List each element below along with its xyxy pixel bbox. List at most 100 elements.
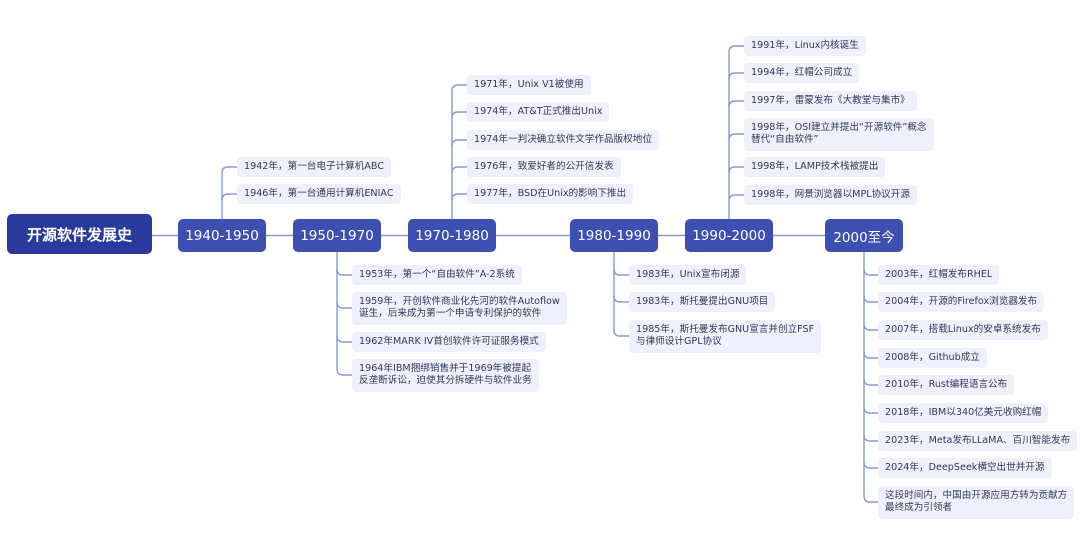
event-item-line: 1964年IBM捆绑销售并于1969年被提起 <box>359 362 532 374</box>
branch-elbow <box>613 329 629 337</box>
branch-elbow <box>728 100 744 108</box>
event-item-line: 1983年，斯托曼提出GNU项目 <box>636 296 769 307</box>
event-item: 1974年，AT&T正式推出Unix <box>467 102 610 122</box>
event-item-line: 1971年，Unix V1被使用 <box>474 79 584 90</box>
period-1950-1970: 1950-1970 <box>293 219 381 252</box>
event-item: 2010年，Rust编程语言公布 <box>878 375 1015 395</box>
branch-elbow <box>613 268 629 276</box>
branch-elbow <box>863 406 878 414</box>
branch-elbow <box>451 139 467 147</box>
branch-elbow <box>863 434 878 442</box>
event-item-line: 2003年，红帽发布RHEL <box>885 269 993 280</box>
event-item: 1962年MARK IV首创软件许可证服务模式 <box>352 332 546 352</box>
branch-elbow <box>728 72 744 80</box>
event-item: 2004年，开源的Firefox浏览器发布 <box>878 292 1045 312</box>
event-item-line: 1998年，网景浏览器以MPL协议开源 <box>751 189 910 200</box>
branch-elbow <box>728 166 744 174</box>
event-item-line: 1953年，第一个“自由软件”A-2系统 <box>359 269 515 280</box>
event-item-line: 诞生，后来成为第一个申请专利保护的软件 <box>359 308 542 319</box>
branch-elbow <box>863 378 878 386</box>
event-item-line: 1946年，第一台通用计算机ENIAC <box>244 188 394 199</box>
event-item-line: 1998年，LAMP技术栈被提出 <box>751 161 879 172</box>
branch-elbow <box>451 166 467 174</box>
event-item: 1964年IBM捆绑销售并于1969年被提起反垄断诉讼，迫使其分拆硬件与软件业务 <box>352 358 539 392</box>
branch-elbow <box>728 194 744 202</box>
branch-elbow <box>336 368 352 376</box>
event-item: 1997年，雷蒙发布《大教堂与集市》 <box>744 91 917 111</box>
event-item-line: 2024年，DeepSeek横空出世并开源 <box>885 462 1045 473</box>
event-item: 2008年，Github成立 <box>878 348 987 368</box>
event-item: 1994年，红帽公司成立 <box>744 63 860 83</box>
event-item-line: 1974年一判决确立软件文学作品版权地位 <box>474 134 652 145</box>
branch-elbow <box>336 301 352 309</box>
event-item-line: 替代“自由软件” <box>751 134 819 145</box>
event-item-line: 2004年，开源的Firefox浏览器发布 <box>885 296 1038 307</box>
event-item-line: 2018年，IBM以340亿美元收购红帽 <box>885 407 1042 418</box>
event-item: 1977年，BSD在Unix的影响下推出 <box>467 184 634 204</box>
event-item-line: 2010年，Rust编程语言公布 <box>885 379 1008 390</box>
event-item: 1998年，OSI建立并提出“开源软件”概念替代“自由软件” <box>744 117 934 151</box>
branch-elbow <box>863 461 878 469</box>
event-item: 1998年，网景浏览器以MPL协议开源 <box>744 185 917 205</box>
period-2000-present: 2000至今 <box>825 219 903 252</box>
event-item-line: 1998年，OSI建立并提出“开源软件”概念 <box>751 121 927 133</box>
branch-elbow <box>336 335 352 343</box>
event-item: 1983年，斯托曼提出GNU项目 <box>629 292 776 312</box>
branch-elbow <box>863 351 878 359</box>
branch-elbow <box>451 111 467 119</box>
event-item-line: 1959年，开创软件商业化先河的软件Autoflow <box>359 295 560 307</box>
event-item: 2024年，DeepSeek横空出世并开源 <box>878 458 1052 478</box>
event-item-line: 2008年，Github成立 <box>885 352 980 363</box>
event-item-line: 1962年MARK IV首创软件许可证服务模式 <box>359 336 539 347</box>
event-item: 1983年，Unix宣布闭源 <box>629 265 747 285</box>
event-item-line: 这段时间内，中国由开源应用方转为贡献方 <box>885 489 1068 501</box>
branch-elbow <box>613 295 629 303</box>
branch-elbow <box>451 84 467 92</box>
event-item: 2003年，红帽发布RHEL <box>878 265 1000 285</box>
branch-elbow <box>863 268 878 276</box>
event-item-line: 1974年，AT&T正式推出Unix <box>474 106 603 117</box>
event-item-line: 与律师设计GPL协议 <box>636 336 722 347</box>
period-1980-1990: 1980-1990 <box>570 219 658 252</box>
branch-elbow <box>728 45 744 53</box>
branch-elbow <box>728 133 744 141</box>
event-item: 2007年，搭载Linux的安卓系统发布 <box>878 320 1048 340</box>
period-1940-1950: 1940-1950 <box>178 219 266 252</box>
branch-elbow <box>863 495 878 503</box>
event-item-line: 1983年，Unix宣布闭源 <box>636 269 740 280</box>
branch-elbow <box>863 295 878 303</box>
event-item: 这段时间内，中国由开源应用方转为贡献方最终成为引领者 <box>878 485 1075 519</box>
event-item-line: 1976年，致爱好者的公开信发表 <box>474 161 614 172</box>
branch-elbow <box>451 193 467 201</box>
event-item-line: 1994年，红帽公司成立 <box>751 67 853 78</box>
event-item: 1942年，第一台电子计算机ABC <box>237 157 392 177</box>
event-item: 1976年，致爱好者的公开信发表 <box>467 157 621 177</box>
event-item-line: 1977年，BSD在Unix的影响下推出 <box>474 188 627 199</box>
event-item: 2023年，Meta发布LLaMA、百川智能发布 <box>878 431 1078 451</box>
event-item-line: 1985年，斯托曼发布GNU宣言并创立FSF <box>636 323 815 335</box>
period-1990-2000: 1990-2000 <box>685 219 773 252</box>
period-1970-1980: 1970-1980 <box>408 219 496 252</box>
event-item-line: 2023年，Meta发布LLaMA、百川智能发布 <box>885 435 1071 446</box>
event-item: 1946年，第一台通用计算机ENIAC <box>237 184 401 204</box>
root-title: 开源软件发展史 <box>7 214 152 254</box>
event-item-line: 1997年，雷蒙发布《大教堂与集市》 <box>751 95 910 106</box>
branch-elbow <box>221 193 237 201</box>
event-item-line: 1942年，第一台电子计算机ABC <box>244 161 385 172</box>
event-item: 1974年一判决确立软件文学作品版权地位 <box>467 130 659 150</box>
event-item: 1991年，Linux内核诞生 <box>744 36 866 56</box>
event-item: 1998年，LAMP技术栈被提出 <box>744 157 886 177</box>
branch-elbow <box>221 166 237 174</box>
event-item-line: 2007年，搭载Linux的安卓系统发布 <box>885 324 1041 335</box>
event-item-line: 1991年，Linux内核诞生 <box>751 40 859 51</box>
branch-elbow <box>336 268 352 276</box>
event-item: 1953年，第一个“自由软件”A-2系统 <box>352 265 522 285</box>
event-item: 1971年，Unix V1被使用 <box>467 75 591 95</box>
event-item-line: 最终成为引领者 <box>885 502 953 513</box>
event-item-line: 反垄断诉讼，迫使其分拆硬件与软件业务 <box>359 375 532 386</box>
event-item: 2018年，IBM以340亿美元收购红帽 <box>878 403 1049 423</box>
